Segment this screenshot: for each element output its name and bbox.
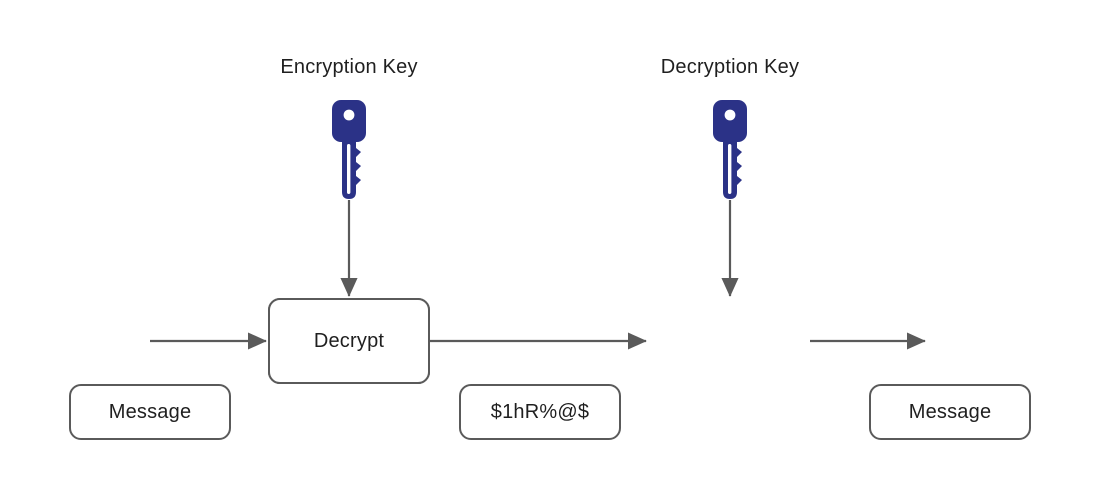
decryption-key-label: Decryption Key [660, 56, 800, 78]
decrypt-node: Decrypt [268, 298, 430, 384]
ciphertext-node: $1hR%@$ [459, 384, 621, 440]
message-input-label: Message [108, 400, 192, 423]
key-icon [332, 100, 366, 199]
ciphertext-label: $1hR%@$ [490, 400, 590, 423]
message-output-label: Message [908, 400, 992, 423]
message-output-node: Message [869, 384, 1031, 440]
decrypt-node-label: Decrypt [313, 329, 385, 352]
key-icon [713, 100, 747, 199]
encryption-key-label: Encryption Key [280, 56, 418, 78]
message-input-node: Message [69, 384, 231, 440]
